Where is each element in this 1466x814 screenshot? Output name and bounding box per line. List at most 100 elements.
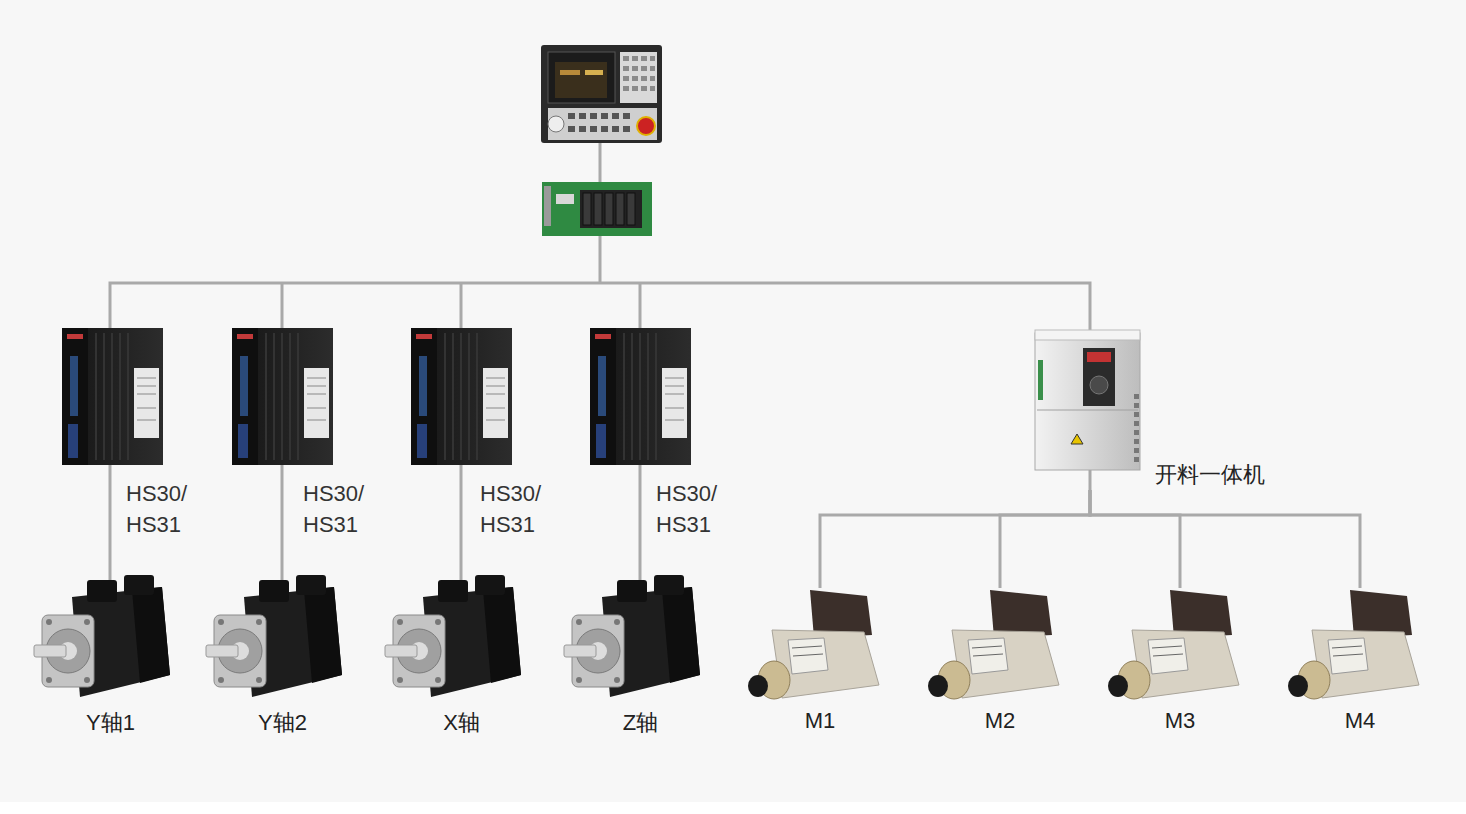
connector xyxy=(1090,490,1180,588)
bus-wire xyxy=(110,283,1090,333)
servo-drive xyxy=(273,333,275,460)
shape xyxy=(968,638,1008,674)
shape xyxy=(1090,376,1108,394)
servo-drive xyxy=(598,356,606,416)
shape xyxy=(1134,394,1139,399)
shape xyxy=(218,619,224,625)
servo-drive xyxy=(624,333,656,460)
servo-drive xyxy=(232,328,333,465)
servo-drive xyxy=(62,328,163,465)
shape xyxy=(1152,646,1182,648)
shape xyxy=(576,619,582,625)
cnc-controller xyxy=(623,86,629,91)
io-board xyxy=(583,193,591,225)
spindle-motor: M1 xyxy=(742,588,898,738)
cnc-controller xyxy=(555,62,607,98)
servo-drive xyxy=(411,328,512,465)
cnc-controller xyxy=(541,45,662,143)
servo-drive xyxy=(590,328,691,465)
cnc-controller xyxy=(650,86,655,91)
shape xyxy=(1148,638,1188,674)
servo-drive xyxy=(486,420,505,421)
bus-wire xyxy=(110,143,1090,585)
shape xyxy=(1037,410,1138,411)
servo-drive xyxy=(307,394,326,395)
cnc-controller xyxy=(632,56,638,61)
cnc-controller xyxy=(623,76,629,81)
cnc-controller xyxy=(637,117,655,135)
cnc-controller xyxy=(548,116,564,132)
servo-drive xyxy=(137,378,156,379)
servo-drive xyxy=(596,424,606,458)
shape xyxy=(1134,457,1139,462)
shape xyxy=(662,587,700,683)
connector xyxy=(820,490,1090,588)
node-caption: Y轴2 xyxy=(204,710,361,736)
bus-wire xyxy=(281,283,284,330)
shape xyxy=(972,646,1002,648)
cnc-controller xyxy=(601,113,608,119)
servo-drive xyxy=(67,334,83,339)
shape xyxy=(614,619,620,625)
shape xyxy=(435,619,441,625)
servo-drive xyxy=(411,328,437,465)
cable-label: HS30/ HS31 xyxy=(303,478,375,540)
shape xyxy=(475,575,505,595)
cnc-controller xyxy=(650,56,655,61)
node-caption: Y轴1 xyxy=(32,710,189,736)
servo-drive xyxy=(95,333,97,460)
shape xyxy=(397,619,403,625)
servo-drive xyxy=(486,408,505,409)
shape xyxy=(973,654,1003,656)
servo-drive xyxy=(307,378,326,420)
cnc-controller xyxy=(632,86,638,91)
shape xyxy=(46,677,52,683)
shape xyxy=(46,619,52,625)
cnc-controller xyxy=(568,113,575,119)
cnc-controller xyxy=(541,45,662,143)
node-caption: 开料一体机 xyxy=(1155,462,1265,488)
cnc-controller xyxy=(623,56,655,91)
inverter-unit: 开料一体机 xyxy=(1035,330,1280,490)
connector xyxy=(1000,490,1090,588)
shape xyxy=(34,645,66,657)
shape xyxy=(793,654,823,656)
bus-wire xyxy=(639,465,642,585)
cnc-controller xyxy=(601,126,608,132)
shape xyxy=(928,675,948,697)
node-caption: M4 xyxy=(1282,708,1438,734)
shape xyxy=(1134,448,1139,453)
shape xyxy=(614,677,620,683)
servo-drive xyxy=(665,378,684,420)
servo-drive xyxy=(590,328,691,465)
servo-drive xyxy=(595,334,611,339)
servo-drive xyxy=(111,333,113,460)
servo-drive xyxy=(297,333,299,460)
shape xyxy=(1108,675,1128,697)
servo-drive xyxy=(444,333,446,460)
shape xyxy=(1134,403,1139,408)
servo-drive xyxy=(665,378,684,379)
servo-drive xyxy=(647,333,649,460)
shape xyxy=(304,587,342,683)
shape xyxy=(1071,434,1083,444)
bus-wire xyxy=(599,236,602,283)
servo-drive xyxy=(62,328,88,465)
cnc-controller xyxy=(620,52,657,103)
cnc-controller xyxy=(641,56,647,61)
servo-drive xyxy=(655,333,657,460)
spindle-motor: M3 xyxy=(1102,588,1258,738)
cnc-controller xyxy=(623,66,629,71)
cnc-controller xyxy=(641,76,647,81)
bus-wire xyxy=(281,465,284,585)
shape xyxy=(564,645,596,657)
servo-drive xyxy=(68,424,78,458)
cnc-controller xyxy=(568,126,575,132)
cnc-controller xyxy=(560,70,580,75)
cnc-controller xyxy=(612,126,619,132)
servo-drive xyxy=(623,333,625,460)
shape xyxy=(576,677,582,683)
servo-drive xyxy=(419,356,427,416)
